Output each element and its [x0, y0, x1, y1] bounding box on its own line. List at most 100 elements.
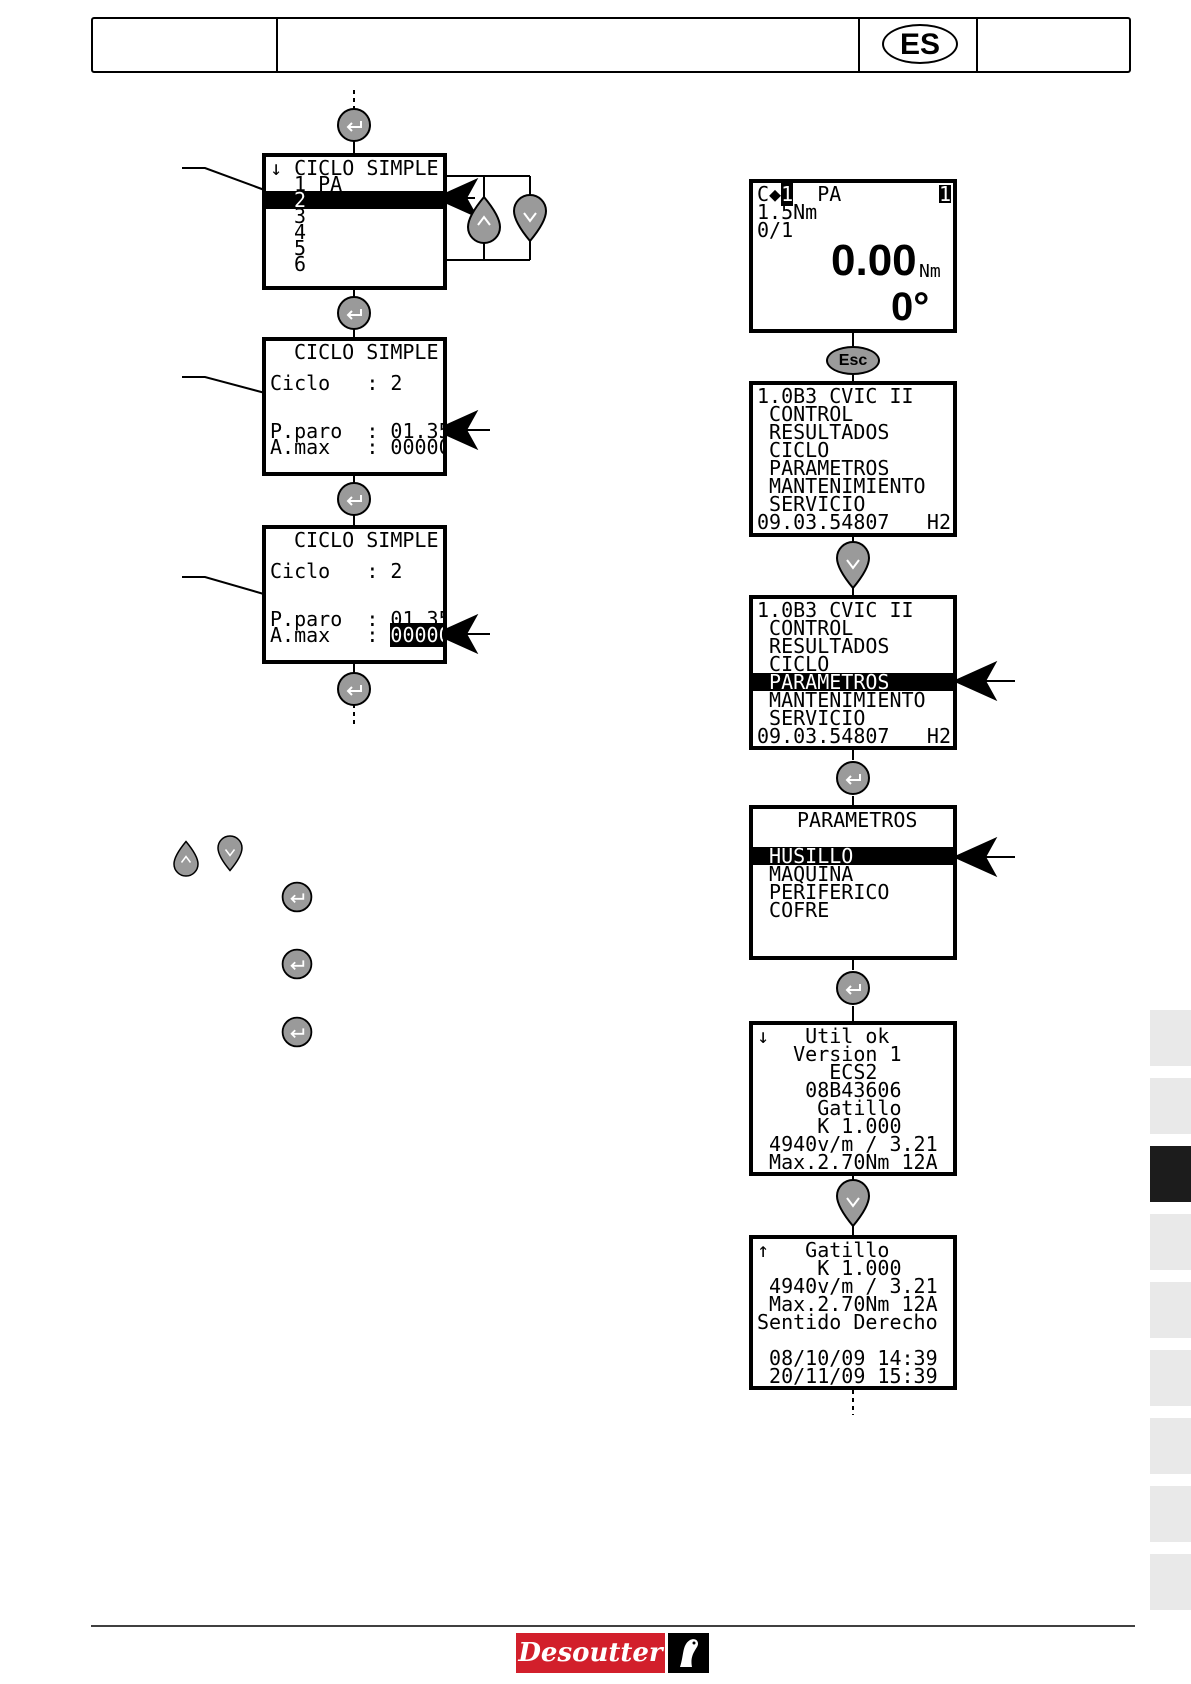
footer-code: 09.03.54807 [757, 510, 890, 534]
down-button-icon[interactable] [836, 541, 870, 589]
list-item[interactable]: 6 [294, 252, 307, 276]
menu-item[interactable]: MANTENIMIENTO [757, 474, 926, 498]
menu-item[interactable]: COFRE [757, 898, 830, 922]
side-tab[interactable] [1150, 1078, 1191, 1134]
menu-item[interactable]: MAQUINA [757, 862, 854, 886]
amax-label: A.max : [270, 623, 391, 647]
info-line: K 1.000 [757, 1256, 902, 1280]
list-item[interactable]: 1 PA [294, 172, 343, 196]
screen-main-run: C◆1 PA 1 1.5Nm 0/1 0.00 Nm 0° [749, 179, 957, 333]
enter-button-icon[interactable] [836, 971, 870, 1005]
menu-item[interactable]: CONTROL [757, 402, 854, 426]
screen-main-menu-selected: 1.0B3 CVIC II CONTROL RESULTADOS CICLO P… [749, 595, 957, 750]
side-tab[interactable] [1150, 1214, 1191, 1270]
screen-ciclo-simple-params: CICLO SIMPLE Ciclo : 2 P.paro : 01.35 A.… [262, 337, 447, 476]
info-line: 4940v/m / 3.21 [757, 1274, 938, 1298]
enter-button-icon[interactable] [337, 108, 371, 142]
mode-label: PA [817, 182, 842, 206]
down-button-icon[interactable] [513, 194, 547, 242]
enter-button-icon [281, 881, 313, 913]
footer-code: 09.03.54807 [757, 724, 890, 748]
screen-title: ↓ CICLO SIMPLE [270, 156, 439, 180]
status-badge: 1 [938, 182, 951, 206]
enter-button-icon [281, 948, 313, 980]
side-tab[interactable] [1150, 1282, 1191, 1338]
side-tab[interactable] [1150, 1418, 1191, 1474]
side-tab[interactable] [1150, 1486, 1191, 1542]
esc-button[interactable]: Esc [826, 346, 880, 375]
menu-item-selected[interactable]: HUSILLO [753, 846, 953, 866]
side-tab-active[interactable] [1150, 1146, 1191, 1202]
torque-unit: Nm [919, 261, 941, 282]
down-button-icon [217, 835, 243, 872]
enter-button-icon[interactable] [337, 296, 371, 330]
enter-button-icon[interactable] [337, 482, 371, 516]
info-line: ↓ Util ok [757, 1024, 890, 1048]
menu-header: 1.0B3 CVIC II [757, 598, 914, 622]
brand-logo: Desoutter [516, 1633, 709, 1673]
up-button-icon[interactable] [467, 196, 501, 244]
info-line: K 1.000 [757, 1114, 902, 1138]
screen-main-menu: 1.0B3 CVIC II CONTROL RESULTADOS CICLO P… [749, 381, 957, 537]
screen-tool-info-2: ↑ Gatillo K 1.000 4940v/m / 3.21 Max.2.7… [749, 1235, 957, 1390]
side-tab[interactable] [1150, 1010, 1191, 1066]
screen-ciclo-simple-amax-edit: CICLO SIMPLE Ciclo : 2 P.paro : 01.35 A.… [262, 525, 447, 664]
footer-version: H2 [926, 724, 951, 748]
torque-set: 1.5Nm [757, 200, 818, 224]
ciclo-line: Ciclo : 2 [270, 371, 403, 395]
list-item[interactable]: 3 [294, 204, 307, 228]
pparo-line[interactable]: P.paro : 01.35 [270, 419, 447, 443]
menu-item[interactable]: PARAMETROS [757, 456, 890, 480]
info-line: Max.2.70Nm 12A [757, 1292, 938, 1316]
cycle-line: C◆1 PA [757, 182, 842, 206]
language-badge: ES [882, 24, 958, 64]
enter-button-icon[interactable] [337, 672, 371, 706]
menu-item[interactable]: SERVICIO [757, 706, 866, 730]
cycle-prefix: C [757, 182, 770, 206]
info-line: Sentido Derecho [757, 1310, 938, 1334]
ciclo-line: Ciclo : 2 [270, 559, 403, 583]
menu-item[interactable]: CICLO [757, 652, 830, 676]
info-line: Gatillo [757, 1096, 902, 1120]
screen-parametros-menu: PARAMETROS HUSILLO MAQUINA PERIFERICO CO… [749, 805, 957, 960]
menu-item-selected[interactable]: PARAMETROS [753, 672, 953, 692]
list-item[interactable]: 4 [294, 220, 307, 244]
enter-button-icon[interactable] [836, 761, 870, 795]
list-item[interactable]: 5 [294, 236, 307, 260]
info-line: 20/11/09 15:39 [757, 1364, 938, 1388]
screen-tool-info-1: ↓ Util ok Version 1 ECS2 08B43606 Gatill… [749, 1021, 957, 1176]
header-divider [276, 19, 278, 71]
screen-title: CICLO SIMPLE [294, 528, 439, 552]
menu-item[interactable]: CONTROL [757, 616, 854, 640]
list-item-selected[interactable]: 2 [266, 190, 443, 210]
menu-item[interactable]: PERIFERICO [757, 880, 890, 904]
info-line: ECS2 [757, 1060, 878, 1084]
menu-item[interactable]: RESULTADOS [757, 420, 890, 444]
footer-version: H2 [926, 510, 951, 534]
menu-header: 1.0B3 CVIC II [757, 384, 914, 408]
cycle-arrow-icon: ◆ [769, 182, 782, 206]
info-line: 08B43606 [757, 1078, 902, 1102]
amax-line: A.max : 00000 [270, 623, 443, 647]
amax-value-edit[interactable]: 00000 [390, 623, 443, 647]
up-button-icon [173, 840, 199, 877]
header-box: ES [91, 17, 1131, 73]
menu-item[interactable]: SERVICIO [757, 492, 866, 516]
screen-title: CICLO SIMPLE [294, 340, 439, 364]
side-tab[interactable] [1150, 1350, 1191, 1406]
count: 0/1 [757, 218, 794, 242]
side-tab[interactable] [1150, 1554, 1191, 1610]
brand-bird-icon [668, 1633, 709, 1673]
info-line: ↑ Gatillo [757, 1238, 890, 1262]
menu-item[interactable]: CICLO [757, 438, 830, 462]
info-line: Max.2.70Nm 12A [757, 1150, 938, 1174]
info-line: 4940v/m / 3.21 [757, 1132, 938, 1156]
down-button-icon[interactable] [836, 1179, 870, 1227]
angle-value: 0° [891, 285, 930, 329]
amax-line: A.max : 00000 [270, 435, 447, 459]
menu-item[interactable]: MANTENIMIENTO [757, 688, 926, 712]
screen-ciclo-simple-list: ↓ CICLO SIMPLE 1 PA 2 3 4 5 6 [262, 153, 447, 290]
menu-item[interactable]: RESULTADOS [757, 634, 890, 658]
enter-button-icon [281, 1016, 313, 1048]
screen-title: PARAMETROS [797, 808, 918, 832]
